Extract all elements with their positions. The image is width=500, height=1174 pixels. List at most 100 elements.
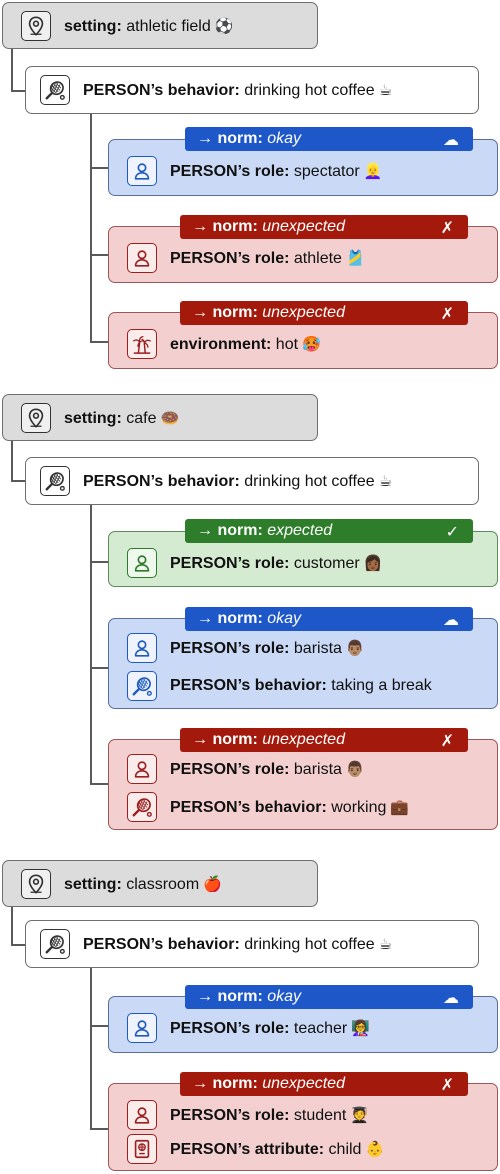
role-value: spectator — [293, 162, 360, 180]
student-icon: 🧑‍🎓 — [350, 1105, 370, 1124]
connector-line — [90, 505, 92, 784]
person-icon — [127, 156, 157, 186]
behavior-node: PERSON’s behavior: drinking hot coffee☕ — [25, 66, 479, 114]
setting-value: classroom — [126, 875, 200, 893]
doughnut-icon: 🍩 — [160, 408, 180, 427]
connector-line — [90, 561, 109, 563]
baby-icon: 👶 — [365, 1139, 385, 1158]
role-key: PERSON’s role: — [170, 162, 290, 180]
connector-line — [90, 783, 109, 785]
cross-mark-icon: ✗ — [440, 1074, 454, 1094]
role-value: barista — [293, 639, 342, 657]
person-icon — [127, 633, 157, 663]
norm-value: okay — [267, 610, 302, 627]
norm-value: expected — [267, 522, 333, 539]
norm-badge-okay: → norm: okay ☁ — [185, 607, 473, 631]
person-icon — [127, 754, 157, 784]
connector-line — [11, 944, 26, 946]
location-pin-icon — [21, 869, 51, 899]
man-icon: 👨🏽 — [345, 638, 365, 657]
role-key: PERSON’s role: — [170, 760, 290, 778]
setting-key: setting: — [64, 409, 122, 427]
hot-beverage-icon: ☕ — [378, 80, 393, 99]
norm-prefix: → norm: — [192, 304, 258, 321]
norm-group-unexpected: PERSON’s role: student🧑‍🎓 PERSON’s attri… — [108, 1083, 498, 1171]
setting-key: setting: — [64, 17, 122, 35]
norm-value: okay — [267, 130, 302, 147]
norm-badge-okay: → norm: okay ☁ — [185, 985, 473, 1009]
connector-line — [11, 480, 26, 482]
connector-line — [11, 90, 26, 92]
behavior-key: PERSON’s behavior: — [83, 935, 240, 953]
teacher-icon: 👩‍🏫 — [351, 1018, 370, 1037]
setting-node: setting: classroom🍎 — [2, 860, 318, 907]
role-key: PERSON’s role: — [170, 1106, 290, 1124]
norm-prefix: → norm: — [197, 988, 263, 1005]
connector-line — [11, 48, 13, 91]
woman-icon: 👩🏾 — [363, 553, 383, 572]
briefcase-icon: 💼 — [390, 797, 410, 816]
norm-badge-unexpected: → norm: unexpected ✗ — [180, 1072, 468, 1096]
apple-icon: 🍎 — [203, 874, 222, 893]
connector-line — [90, 254, 109, 256]
behavior-node: PERSON’s behavior: drinking hot coffee☕ — [25, 920, 479, 968]
man-icon: 👨🏽 — [345, 759, 365, 778]
connector-line — [90, 968, 92, 1129]
soccer-ball-icon: ⚽ — [214, 16, 234, 35]
person-icon — [127, 1013, 157, 1043]
norm-value: unexpected — [262, 731, 345, 748]
behavior-value: taking a break — [331, 677, 432, 694]
norm-value: unexpected — [262, 304, 345, 321]
norm-prefix: → norm: — [197, 522, 263, 539]
connector-line — [90, 114, 92, 342]
cross-mark-icon: ✗ — [440, 730, 454, 750]
setting-key: setting: — [64, 875, 122, 893]
environment-key: environment: — [170, 335, 272, 353]
connector-line — [90, 1025, 109, 1027]
behavior-key: PERSON’s behavior: — [170, 677, 327, 694]
running-shirt-icon: 🎽 — [345, 248, 365, 267]
role-value: teacher — [293, 1019, 348, 1037]
hot-beverage-icon: ☕ — [378, 934, 393, 953]
role-key: PERSON’s role: — [170, 1019, 290, 1037]
connector-line — [11, 907, 13, 945]
norm-prefix: → norm: — [197, 610, 263, 627]
setting-value: cafe — [126, 409, 157, 427]
racket-icon — [127, 671, 157, 701]
norm-badge-okay: → norm: okay ☁ — [185, 127, 473, 151]
norm-badge-expected: → norm: expected ✓ — [185, 519, 473, 543]
norm-prefix: → norm: — [197, 130, 263, 147]
norm-group-unexpected: PERSON’s role: barista👨🏽 PERSON’s behavi… — [108, 739, 498, 830]
norm-value: unexpected — [262, 1075, 345, 1092]
role-value: customer — [293, 554, 360, 572]
connector-line — [11, 441, 13, 481]
role-value: student — [293, 1106, 347, 1124]
connector-line — [90, 341, 109, 343]
behavior-value: working — [331, 798, 387, 816]
palm-tree-icon — [127, 329, 157, 359]
passport-icon — [127, 1134, 157, 1164]
check-mark-icon: ✓ — [445, 521, 459, 541]
norm-group-okay: PERSON’s role: barista👨🏽 PERSON’s behavi… — [108, 618, 498, 709]
cross-mark-icon: ✗ — [440, 217, 454, 237]
cross-mark-icon: ✗ — [440, 303, 454, 323]
setting-node: setting: athletic field⚽ — [2, 2, 318, 49]
cloud-icon: ☁ — [443, 129, 459, 149]
cloud-icon: ☁ — [443, 609, 459, 629]
location-pin-icon — [21, 403, 51, 433]
norm-prefix: → norm: — [192, 1075, 258, 1092]
person-icon — [127, 1100, 157, 1130]
racket-icon — [127, 792, 157, 822]
behavior-value: drinking hot coffee — [244, 472, 375, 490]
setting-node: setting: cafe🍩 — [2, 394, 318, 441]
norm-badge-unexpected: → norm: unexpected ✗ — [180, 301, 468, 325]
blond-woman-icon: 👱‍♀️ — [363, 161, 383, 180]
behavior-key: PERSON’s behavior: — [83, 472, 240, 490]
role-value: athlete — [293, 249, 342, 267]
racket-icon — [40, 929, 70, 959]
environment-value: hot — [275, 335, 299, 353]
attribute-key: PERSON’s attribute: — [170, 1140, 325, 1158]
norm-badge-unexpected: → norm: unexpected ✗ — [180, 215, 468, 239]
connector-line — [90, 167, 109, 169]
behavior-node: PERSON’s behavior: drinking hot coffee☕ — [25, 457, 479, 505]
